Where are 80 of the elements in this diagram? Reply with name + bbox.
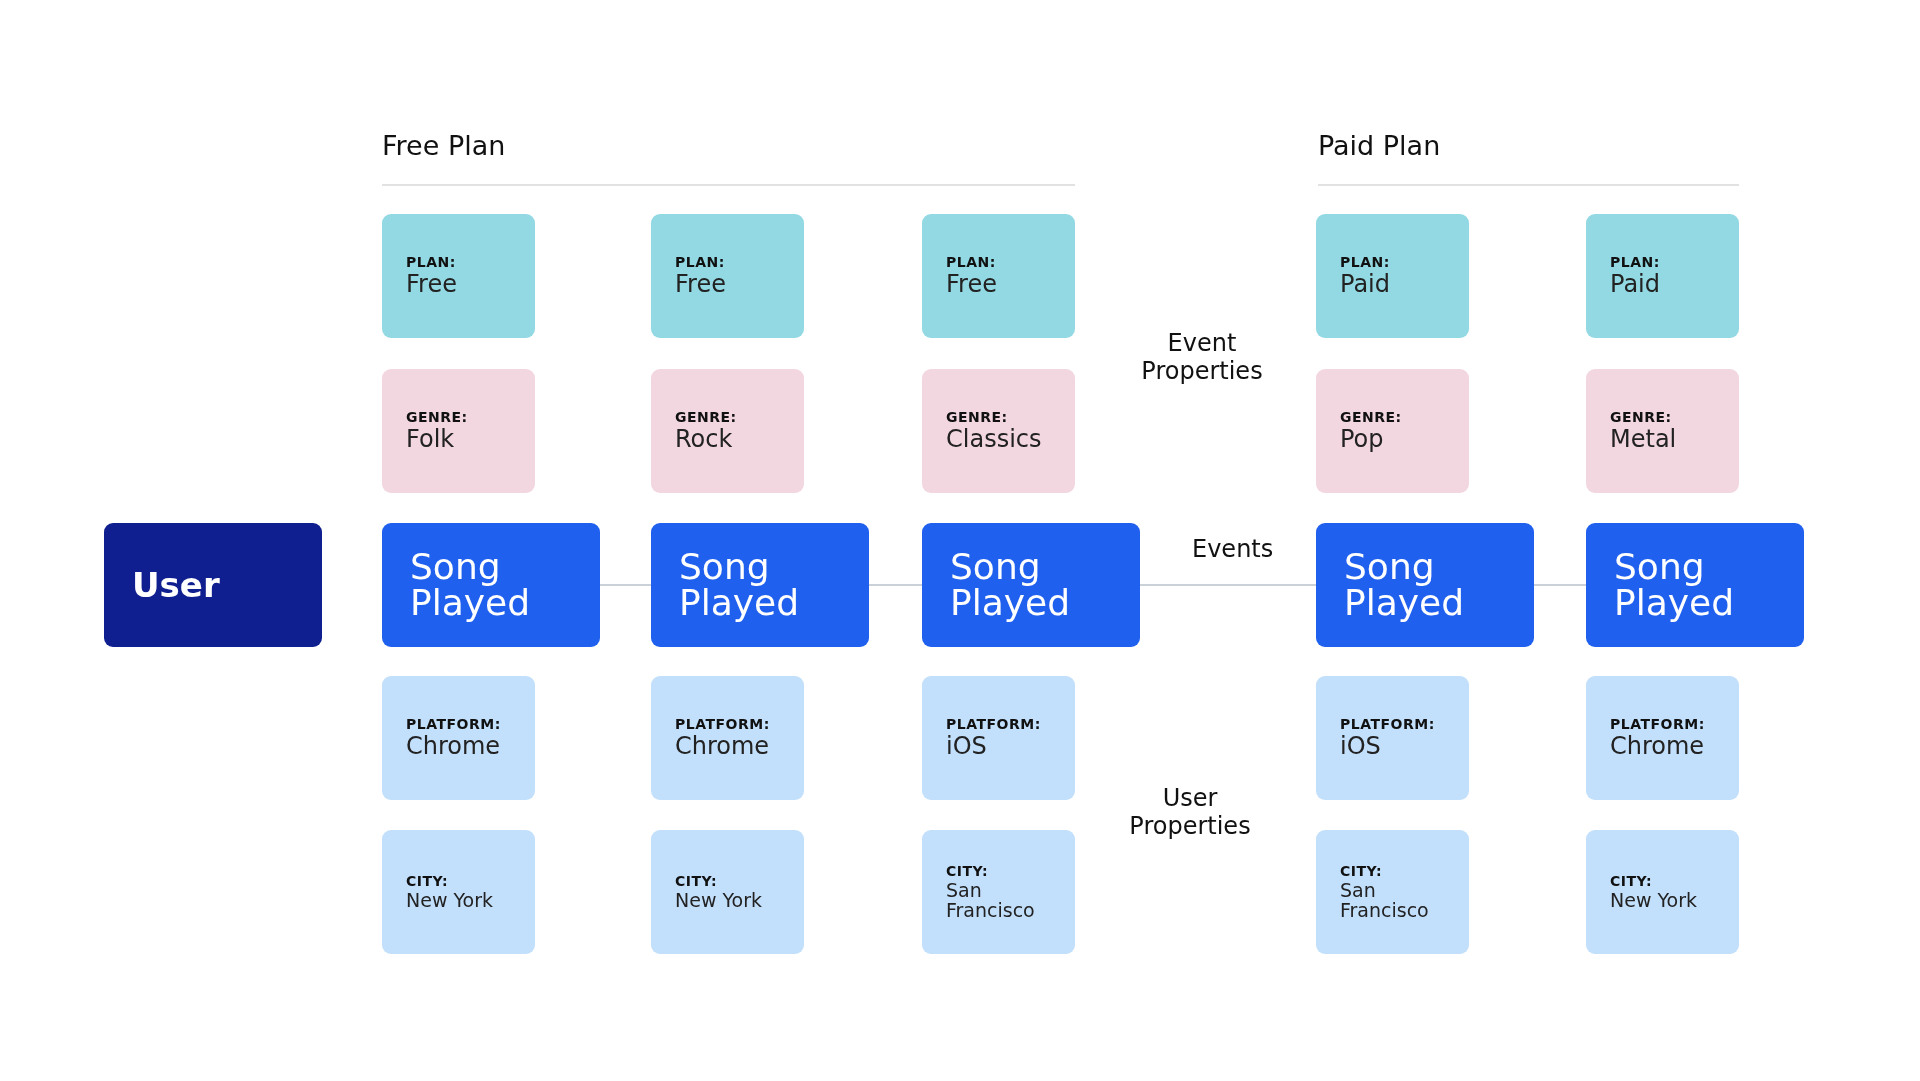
property-box (922, 676, 1075, 800)
property-key: PLATFORM: (406, 716, 511, 733)
property-value: Free (675, 272, 727, 298)
user-label: User (132, 568, 221, 602)
event-box (1586, 523, 1804, 647)
event-box (1316, 523, 1534, 647)
property-key: CITY: (406, 873, 511, 890)
row-label: Event Properties (1140, 330, 1264, 386)
property-value: Rock (675, 427, 734, 453)
property-box (651, 369, 804, 493)
property-key: GENRE: (1340, 409, 1445, 426)
event-name: Song Played (1614, 549, 1736, 621)
property-key: PLATFORM: (946, 716, 1051, 733)
property-value: iOS (1340, 734, 1382, 760)
property-key: PLAN: (675, 254, 780, 271)
event-box (922, 523, 1140, 647)
property-box (1316, 369, 1469, 493)
property-box (922, 369, 1075, 493)
connector-line (1533, 584, 1587, 586)
property-key: CITY: (946, 863, 1051, 880)
connector-line (599, 584, 652, 586)
property-key: PLATFORM: (675, 716, 780, 733)
property-key: CITY: (1340, 863, 1445, 880)
property-box (382, 214, 535, 338)
property-key: PLAN: (1340, 254, 1445, 271)
property-value: Classics (946, 427, 1043, 453)
property-value: Chrome (675, 734, 771, 760)
event-box (382, 523, 600, 647)
property-box (651, 676, 804, 800)
property-value: Chrome (1610, 734, 1706, 760)
property-key: CITY: (1610, 873, 1715, 890)
property-box (1586, 369, 1739, 493)
property-value: iOS (946, 734, 988, 760)
property-box (922, 214, 1075, 338)
property-value: New York (406, 891, 494, 911)
property-box (382, 830, 535, 954)
row-label: User Properties (1128, 785, 1252, 841)
connector-line (1139, 584, 1317, 586)
property-box (1586, 676, 1739, 800)
property-key: PLAN: (946, 254, 1051, 271)
property-value: Folk (406, 427, 456, 453)
property-value: Paid (1610, 272, 1661, 298)
property-value: Chrome (406, 734, 502, 760)
property-key: GENRE: (406, 409, 511, 426)
property-box (922, 830, 1075, 954)
event-name: Song Played (950, 549, 1072, 621)
property-key: GENRE: (946, 409, 1051, 426)
property-key: GENRE: (675, 409, 780, 426)
property-key: PLAN: (406, 254, 511, 271)
property-key: PLATFORM: (1610, 716, 1715, 733)
property-key: GENRE: (1610, 409, 1715, 426)
event-name: Song Played (410, 549, 532, 621)
property-box (1316, 214, 1469, 338)
connector-line (868, 584, 923, 586)
property-value: Pop (1340, 427, 1385, 453)
property-value: New York (1610, 891, 1698, 911)
property-value: Paid (1340, 272, 1391, 298)
property-value: Metal (1610, 427, 1678, 453)
property-key: PLATFORM: (1340, 716, 1445, 733)
section-heading: Paid Plan (1318, 130, 1441, 161)
property-value: New York (675, 891, 763, 911)
property-box (651, 214, 804, 338)
property-box (1586, 214, 1739, 338)
property-box (382, 369, 535, 493)
property-key: CITY: (675, 873, 780, 890)
user-box (104, 523, 322, 647)
property-box (1316, 676, 1469, 800)
event-name: Song Played (1344, 549, 1466, 621)
property-box (1586, 830, 1739, 954)
property-box (1316, 830, 1469, 954)
event-box (651, 523, 869, 647)
property-value: Free (946, 272, 998, 298)
property-key: PLAN: (1610, 254, 1715, 271)
property-box (382, 676, 535, 800)
property-box (651, 830, 804, 954)
property-value: San Francisco (1340, 881, 1430, 921)
property-value: San Francisco (946, 881, 1036, 921)
event-name: Song Played (679, 549, 801, 621)
section-heading: Free Plan (382, 130, 506, 161)
property-value: Free (406, 272, 458, 298)
